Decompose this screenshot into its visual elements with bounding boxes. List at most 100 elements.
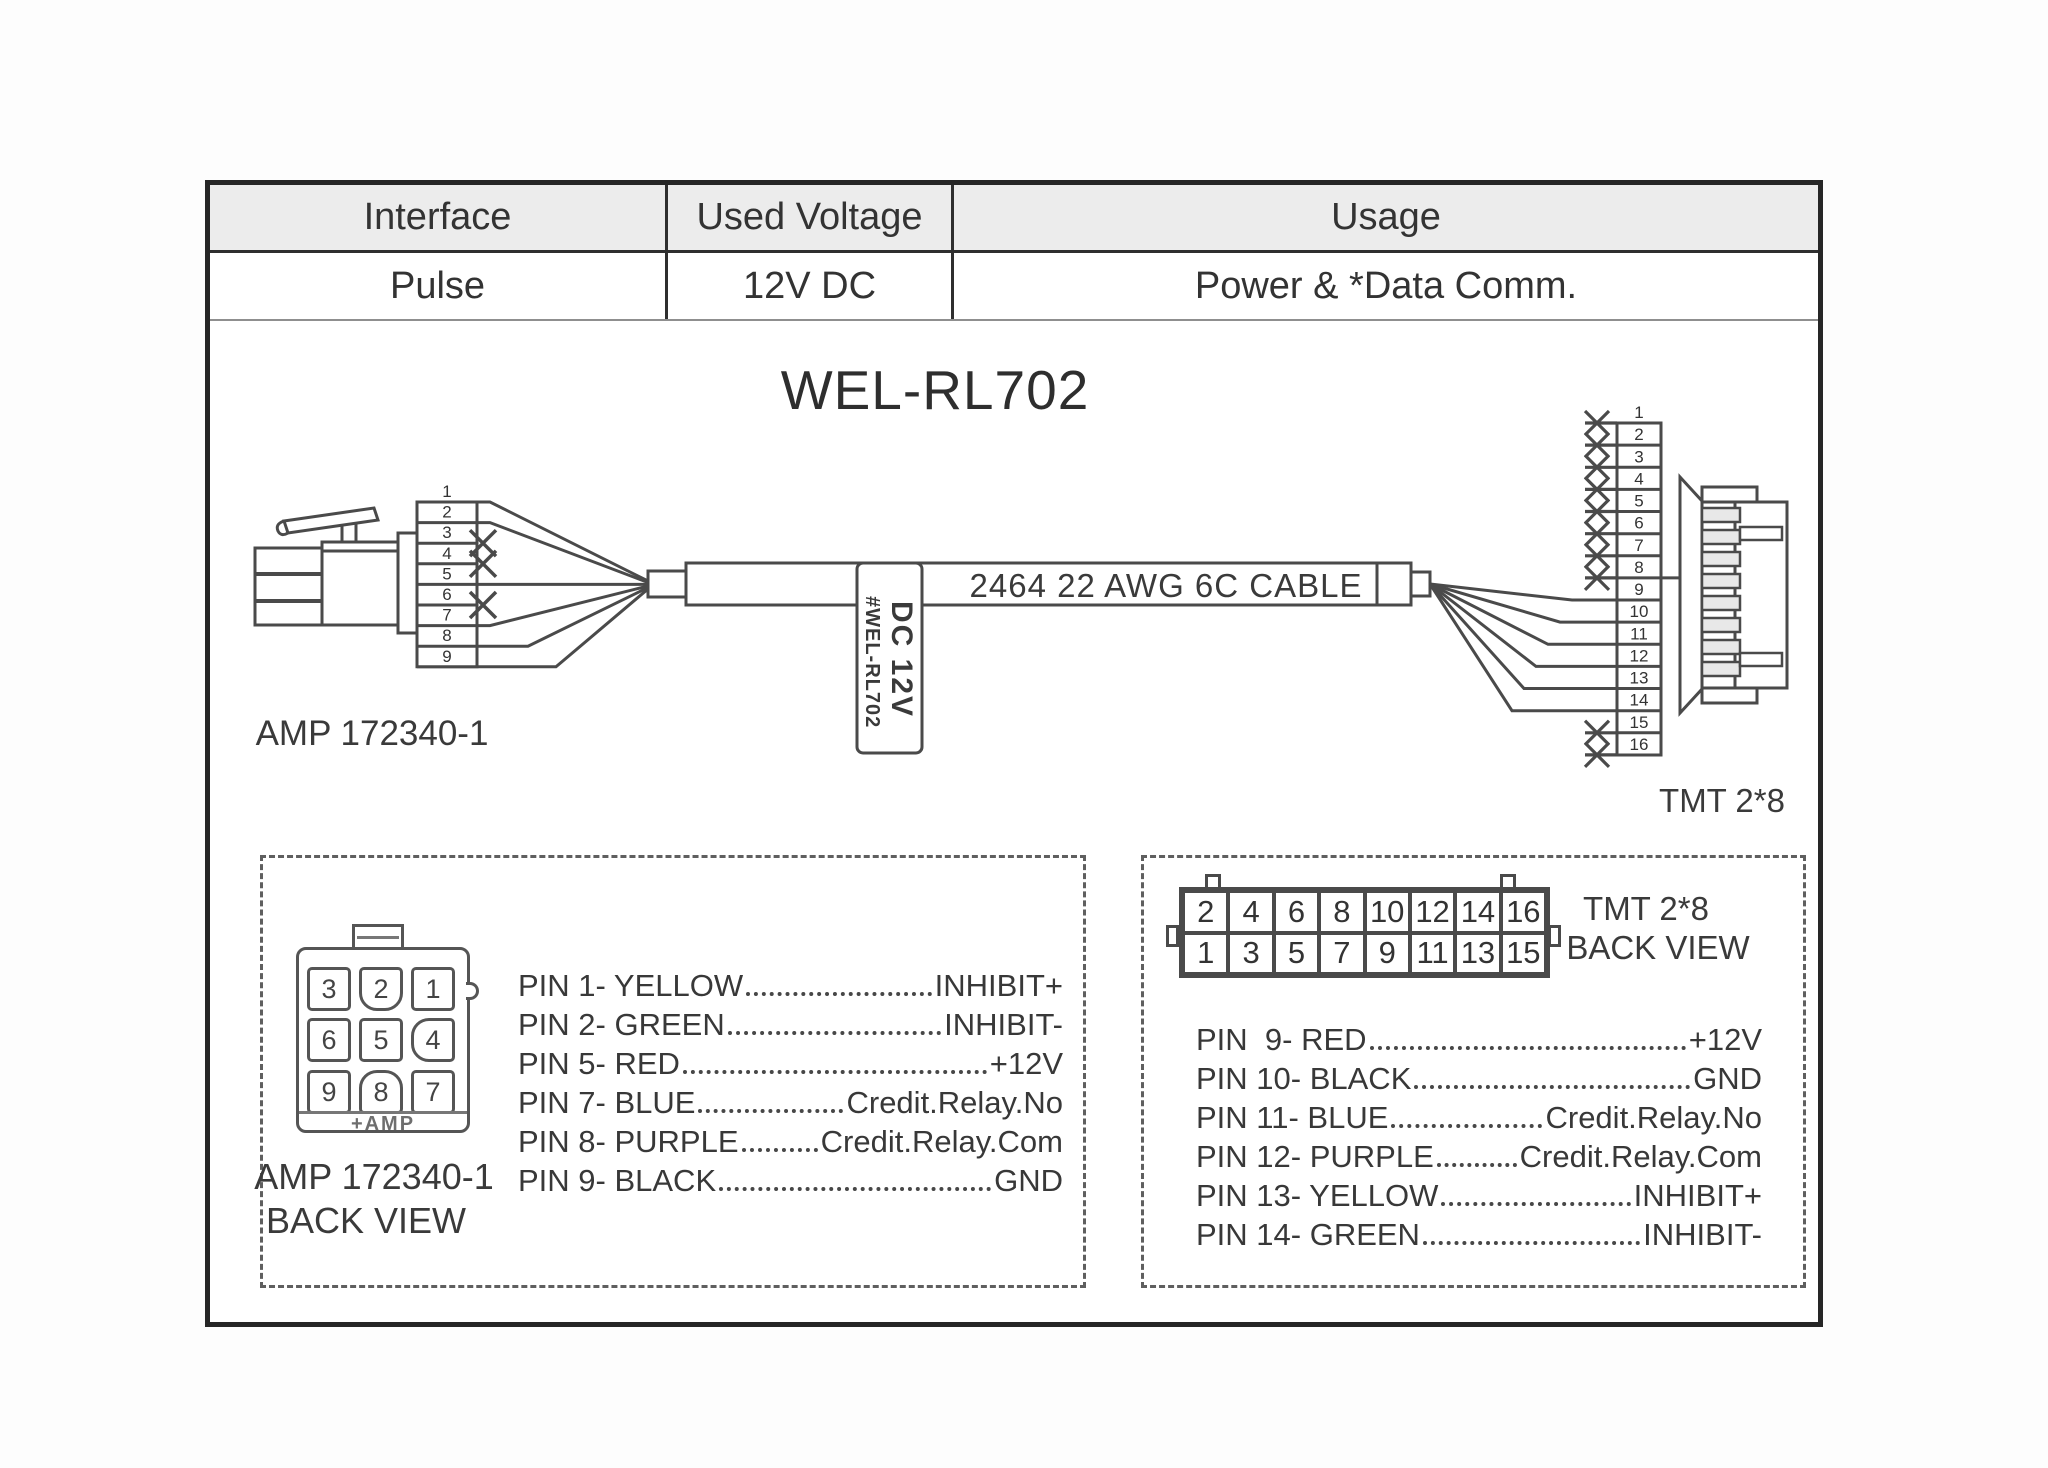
amp-connector-label: AMP 172340-1 <box>255 714 489 753</box>
pin-label: PIN 12- PURPLE <box>1196 1139 1434 1174</box>
pin-row: PIN 1- YELLOW INHIBIT+ <box>518 968 1063 1007</box>
tag-part-number-label: #WEL-RL702 <box>861 595 883 729</box>
svg-text:15: 15 <box>1630 713 1649 732</box>
tmt-cavity-12: 12 <box>1409 891 1456 933</box>
pin-label: PIN 5- RED <box>518 1046 680 1081</box>
svg-text:1: 1 <box>442 482 451 501</box>
dot-leader <box>1414 1085 1691 1089</box>
figure-border <box>205 180 1823 1327</box>
value-used-voltage: 12V DC <box>668 253 954 319</box>
dot-leader <box>1391 1124 1543 1128</box>
svg-text:1: 1 <box>1634 403 1643 422</box>
svg-text:9: 9 <box>1634 580 1643 599</box>
tmt-cavity-3: 3 <box>1228 932 1274 974</box>
pin-label: PIN 1- YELLOW <box>518 968 744 1003</box>
amp-bottom-band <box>299 1111 467 1114</box>
pin-label: PIN 9- RED <box>1196 1022 1367 1057</box>
spec-table-header: Interface Used Voltage Usage <box>210 185 1818 253</box>
svg-text:3: 3 <box>442 523 451 542</box>
amp-pin-list: PIN 1- YELLOW INHIBIT+ PIN 2- GREEN INHIBI… <box>518 968 1063 1202</box>
pin-label: PIN 2- GREEN <box>518 1007 725 1042</box>
amp-cavity-3: 3 <box>307 967 351 1011</box>
tmt-cavity-15: 15 <box>1500 932 1546 974</box>
pin-label: PIN 9- BLACK <box>518 1163 717 1198</box>
svg-text:12: 12 <box>1630 646 1649 665</box>
dot-leader <box>698 1109 844 1113</box>
pin-label: PIN 8- PURPLE <box>518 1124 739 1159</box>
amp-embossed-text: +AMP <box>350 1113 416 1135</box>
amp-cavity-7: 7 <box>411 1070 455 1114</box>
svg-text:2: 2 <box>1634 425 1643 444</box>
tmt-detail-subtitle: BACK VIEW <box>1566 929 1750 966</box>
tmt-wires <box>1430 584 1617 711</box>
dot-leader <box>1422 1241 1641 1245</box>
spec-table-row: Pulse 12V DC Power & *Data Comm. <box>210 253 1818 321</box>
header-interface: Interface <box>210 185 668 250</box>
cable-tag-drawing <box>857 563 922 753</box>
amp-nc-x-marks <box>470 530 496 618</box>
pin-row: PIN 5- RED +12V <box>518 1046 1063 1085</box>
pin-label: PIN 11- BLUE <box>1196 1100 1389 1135</box>
svg-text:3: 3 <box>1634 447 1643 466</box>
amp-detail-title: AMP 172340-1 <box>254 1156 494 1197</box>
tmt-strip-drawing <box>1585 411 1682 767</box>
pin-label: PIN 7- BLUE <box>518 1085 696 1120</box>
tmt-backview-grid: 2 4 6 8 10 12 14 16 1 3 5 7 9 11 13 15 <box>1179 887 1550 978</box>
dot-leader <box>682 1070 987 1074</box>
amp-cavity-1: 1 <box>411 967 455 1011</box>
pin-value: INHIBIT+ <box>934 968 1063 1003</box>
svg-text:13: 13 <box>1630 669 1649 688</box>
svg-text:4: 4 <box>442 544 451 563</box>
tmt-cavity-6: 6 <box>1273 891 1320 933</box>
tmt-cavity-10: 10 <box>1364 891 1410 933</box>
amp-detail-subtitle: BACK VIEW <box>265 1200 467 1241</box>
pin-row: PIN 8- PURPLE Credit.Relay.Com <box>518 1124 1063 1163</box>
tmt-nc-x-marks <box>1585 411 1617 767</box>
amp-cavity-9: 9 <box>307 1070 351 1114</box>
dot-leader <box>746 992 932 996</box>
amp-plug-drawing <box>255 502 690 667</box>
pin-row: PIN 12- PURPLE Credit.Relay.Com <box>1196 1139 1762 1178</box>
tmt-cavity-1: 1 <box>1183 932 1229 974</box>
value-usage: Power & *Data Comm. <box>1194 264 1578 307</box>
pin-value: +12V <box>1688 1022 1762 1057</box>
svg-text:16: 16 <box>1630 735 1649 754</box>
dot-leader <box>1441 1202 1631 1206</box>
tmt-connector-drawing <box>1680 477 1787 713</box>
value-interface: Pulse <box>210 253 668 319</box>
dot-leader <box>727 1031 942 1035</box>
dot-leader <box>741 1148 818 1152</box>
pin-value: Credit.Relay.Com <box>1519 1139 1762 1174</box>
tmt-cavity-7: 7 <box>1319 932 1365 974</box>
amp-cavity-4: 4 <box>411 1018 455 1062</box>
pin-value: INHIBIT- <box>944 1007 1063 1042</box>
tmt-cavity-2: 2 <box>1183 891 1229 933</box>
amp-side-latch <box>466 982 479 1000</box>
amp-cavity-2: 2 <box>359 967 403 1011</box>
amp-cavity-6: 6 <box>307 1018 351 1062</box>
tmt-pin-numbers: 1 2 3 4 5 6 7 8 9 10 11 12 13 14 15 16 <box>1628 402 1650 756</box>
svg-text:10: 10 <box>1630 602 1649 621</box>
pin-label: PIN 14- GREEN <box>1196 1217 1420 1252</box>
pin-value: INHIBIT- <box>1643 1217 1762 1252</box>
svg-text:8: 8 <box>442 626 451 645</box>
cable-drawing <box>648 563 1430 605</box>
pin-value: Credit.Relay.Com <box>820 1124 1063 1159</box>
dot-leader <box>1436 1163 1517 1167</box>
svg-text:14: 14 <box>1630 691 1649 710</box>
pin-value: +12V <box>989 1046 1063 1081</box>
pin-value: GND <box>994 1163 1063 1198</box>
svg-text:6: 6 <box>442 585 451 604</box>
svg-text:7: 7 <box>442 606 451 625</box>
tmt-detail-title: TMT 2*8 <box>1583 890 1709 927</box>
tmt-top-tab <box>1500 874 1516 889</box>
amp-latch-line <box>357 936 399 939</box>
amp-backview-body: 3 2 1 6 5 4 9 8 7 +AMP <box>296 947 470 1135</box>
pin-row: PIN 9- BLACK GND <box>518 1163 1063 1202</box>
page-title: WEL-RL702 <box>780 359 1090 421</box>
tmt-cavity-14: 14 <box>1455 891 1501 933</box>
